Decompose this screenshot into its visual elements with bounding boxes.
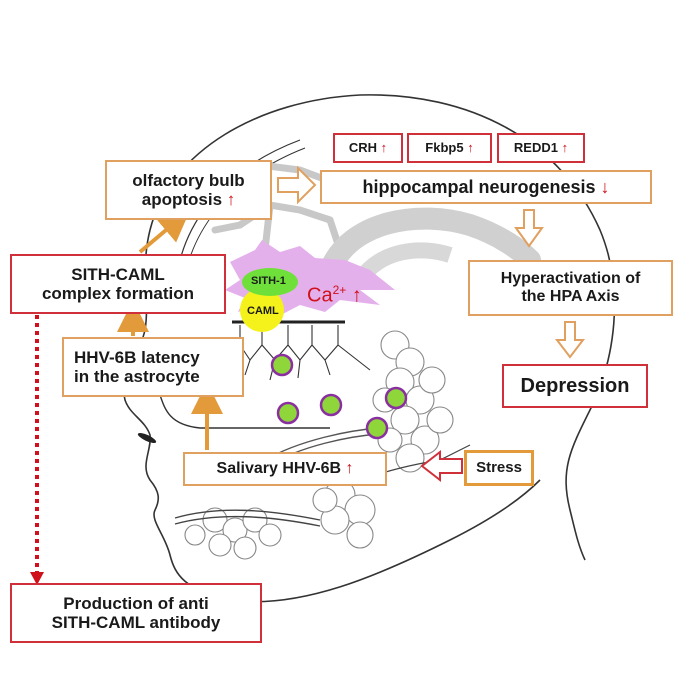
latency-line2: in the astrocyte [74, 367, 200, 386]
up-arrow-icon: ↑ [380, 139, 388, 155]
redd1-label: REDD1 [513, 139, 558, 155]
sith-caml-complex-box: SITH-CAML complex formation [10, 254, 226, 314]
fkbp5-box: Fkbp5 ↑ [407, 133, 492, 163]
salivary-label: Salivary HHV-6B [216, 460, 342, 478]
antibody-line1: Production of anti [63, 593, 209, 613]
astrocyte-network [239, 325, 371, 381]
up-arrow-icon: ↑ [345, 460, 354, 478]
stress-box: Stress [464, 450, 534, 486]
depression-box: Depression [502, 364, 648, 408]
hhv6b-latency-box: HHV-6B latency in the astrocyte [62, 337, 244, 397]
arrow-olfactory-to-hippocampal [277, 165, 317, 205]
calcium-charge: 2+ [332, 283, 347, 297]
sith-caml-line1: SITH-CAML [71, 264, 165, 284]
sith1-protein [242, 268, 298, 296]
arrow-stress-to-salivary [420, 449, 463, 483]
latency-line1: HHV-6B latency [74, 347, 200, 367]
antibody-production-box: Production of anti SITH-CAML antibody [10, 583, 262, 643]
caml-label: CAML [247, 305, 279, 317]
head-outline [149, 94, 616, 561]
depression-label: Depression [520, 374, 630, 397]
nostril [137, 432, 157, 444]
salivary-hhv6b-box: Salivary HHV-6B ↑ [183, 452, 387, 486]
olfactory-line2: apoptosis [141, 190, 223, 209]
sith1-label: SITH-1 [251, 275, 286, 287]
up-arrow-icon: ↑ [561, 139, 569, 155]
virus-particle [365, 416, 389, 440]
hippocampal-neurogenesis-box: hippocampal neurogenesis ↓ [320, 170, 652, 204]
up-arrow-icon: ↑ [351, 284, 362, 307]
hippocampus-shape [319, 207, 541, 281]
virus-particle [270, 353, 294, 377]
olfactory-bulb-apoptosis-box: olfactory bulb apoptosis ↑ [105, 160, 272, 220]
hpa-line2: the HPA Axis [521, 288, 620, 305]
calcium-symbol: Ca [307, 284, 333, 307]
down-arrow-icon: ↓ [600, 176, 610, 197]
virus-particles [270, 353, 408, 440]
arrow-hpa-to-depression [554, 321, 586, 359]
calcium-label: Ca2+ ↑ [307, 283, 362, 308]
redd1-box: REDD1 ↑ [497, 133, 585, 163]
arrow-hippocampal-to-hpa [514, 209, 544, 248]
sith-caml-line2: complex formation [41, 284, 195, 303]
salivary-glands [184, 330, 454, 560]
flow-arrows [277, 165, 586, 359]
stress-label: Stress [476, 458, 522, 476]
olfactory-line1: olfactory bulb [132, 170, 245, 190]
virus-particle [319, 393, 343, 417]
hpa-line1: Hyperactivation of [500, 270, 641, 288]
up-arrow-icon: ↑ [467, 139, 474, 155]
up-arrow-icon: ↑ [226, 190, 236, 209]
arrow-sith-to-olfactory [138, 209, 191, 254]
hpa-axis-box: Hyperactivation of the HPA Axis [468, 260, 673, 316]
crh-box: CRH ↑ [333, 133, 403, 163]
virus-particle [384, 386, 408, 410]
fkbp5-label: Fkbp5 [425, 139, 464, 155]
antibody-line2: SITH-CAML antibody [51, 613, 221, 632]
crh-label: CRH [348, 139, 378, 155]
hippocampal-label: hippocampal neurogenesis [362, 176, 596, 197]
virus-particle [276, 401, 300, 425]
caml-protein [240, 288, 284, 332]
